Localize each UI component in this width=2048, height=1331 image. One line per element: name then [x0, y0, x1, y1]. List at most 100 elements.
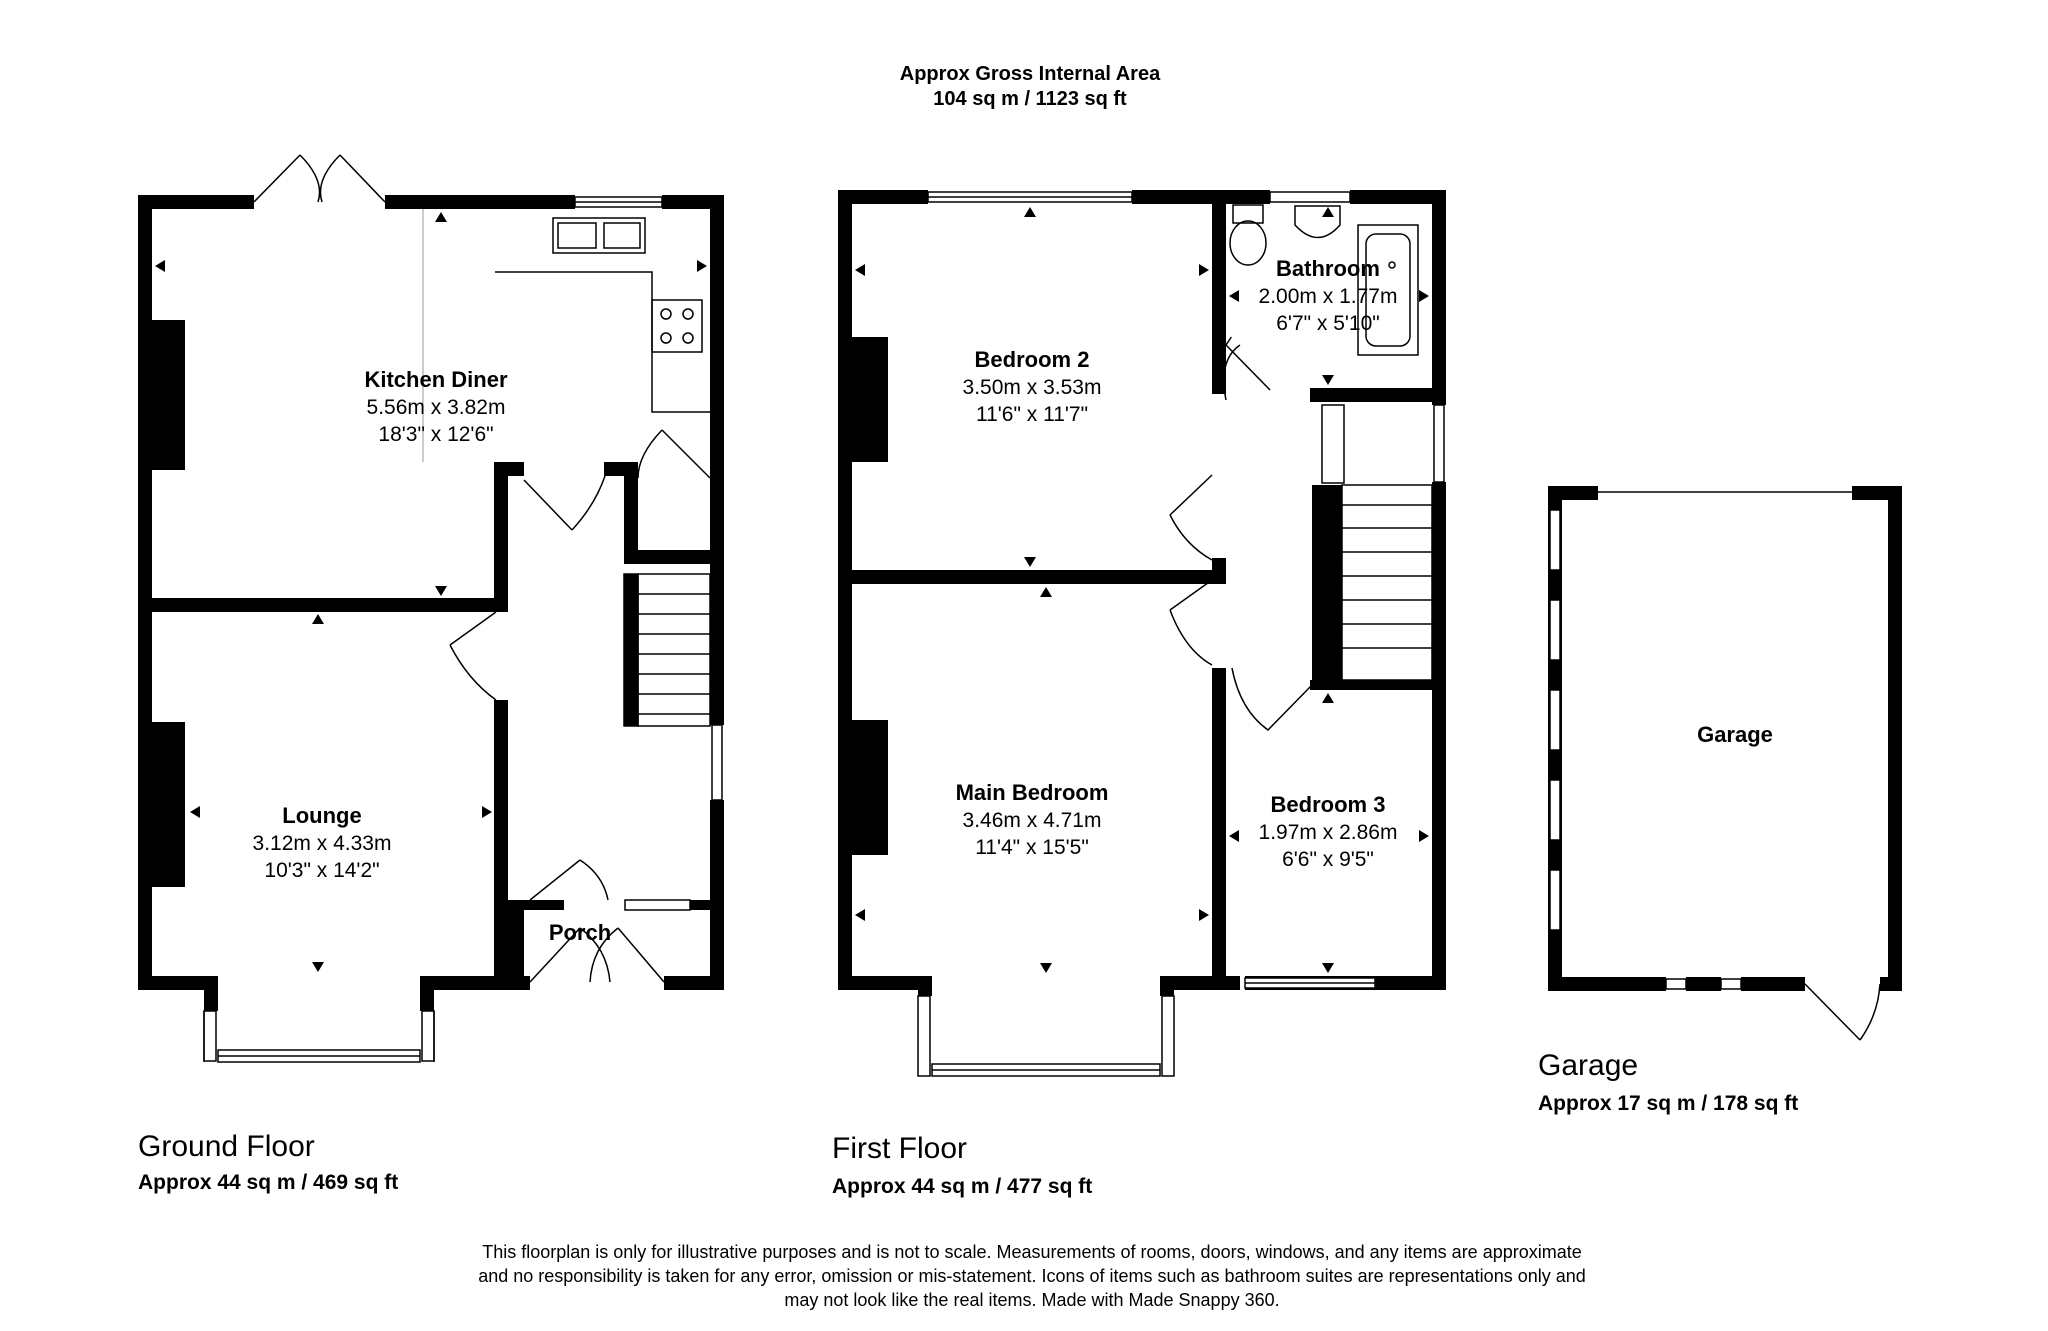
gross-area-title: Approx Gross Internal Area [900, 63, 1161, 85]
staircase [637, 573, 711, 727]
window [917, 995, 931, 1077]
door [1231, 667, 1313, 731]
first-floor-title: First Floor [832, 1132, 967, 1165]
wall [838, 190, 928, 204]
door [1804, 983, 1881, 1041]
chimney-breast [150, 320, 185, 470]
wall [710, 195, 724, 725]
door [523, 475, 606, 531]
wall [1160, 976, 1174, 996]
door [589, 927, 665, 983]
disclaimer-line-1: This floorplan is only for illustrative … [482, 1242, 1582, 1262]
wall [204, 976, 218, 1011]
bedroom2-name: Bedroom 2 [975, 347, 1090, 372]
door [1169, 579, 1213, 666]
garage-name: Garage [1697, 722, 1773, 747]
sink-icon [552, 217, 646, 254]
main-bedroom-name: Main Bedroom [956, 780, 1109, 805]
bathroom-metric: 2.00m x 1.77m [1259, 285, 1398, 308]
wall [1132, 190, 1270, 204]
wall [1686, 977, 1721, 991]
wall [1240, 976, 1245, 990]
wall [1548, 977, 1666, 991]
wall [1310, 388, 1446, 402]
wall [664, 976, 724, 990]
door [529, 927, 611, 983]
window [1161, 995, 1175, 1077]
gross-area-value: 104 sq m / 1123 sq ft [933, 88, 1127, 110]
wall [624, 462, 638, 562]
wall [690, 900, 710, 910]
window [1720, 978, 1742, 990]
door [529, 859, 609, 901]
lounge-metric: 3.12m x 4.33m [253, 832, 392, 855]
window [1269, 191, 1351, 203]
porch-name: Porch [549, 920, 611, 945]
wall [524, 900, 564, 910]
wall [850, 570, 1225, 584]
bedroom2-imperial: 11'6" x 11'7" [976, 403, 1088, 426]
wall [1312, 485, 1342, 685]
first-floor-area: Approx 44 sq m / 477 sq ft [832, 1175, 1092, 1198]
wall [385, 195, 575, 209]
window [421, 1010, 435, 1062]
wall [1212, 204, 1226, 394]
first-floor-plan [838, 190, 1446, 996]
ground-floor-title: Ground Floor [138, 1130, 315, 1163]
wall [838, 190, 852, 990]
washbasin-icon [1294, 205, 1341, 239]
bedroom3-metric: 1.97m x 2.86m [1259, 821, 1398, 844]
chimney-breast [150, 722, 185, 887]
main-bedroom-metric: 3.46m x 4.71m [963, 809, 1102, 832]
wall [1741, 977, 1805, 991]
window [711, 724, 723, 801]
wall [420, 976, 434, 1011]
hob-icon [651, 299, 703, 353]
kitchen-name: Kitchen Diner [364, 367, 507, 392]
window [1549, 869, 1561, 931]
wall [494, 900, 524, 990]
wall [494, 462, 524, 476]
wall [138, 195, 152, 990]
door [1169, 474, 1213, 561]
wall [494, 462, 508, 612]
window [203, 1010, 217, 1062]
kitchen-imperial: 18'3" x 12'6" [378, 423, 493, 446]
door [449, 611, 497, 701]
window [1549, 689, 1561, 751]
kitchen-worktop [495, 271, 710, 413]
measurement-markers [155, 212, 707, 972]
wall [1888, 486, 1902, 991]
chimney-breast [850, 337, 888, 462]
measurement-markers-first [855, 207, 1429, 973]
lounge-name: Lounge [282, 803, 361, 828]
window [1549, 509, 1561, 571]
ground-floor-area: Approx 44 sq m / 469 sq ft [138, 1171, 398, 1194]
wall [624, 550, 710, 564]
bedroom3-name: Bedroom 3 [1271, 792, 1386, 817]
toilet-icon [1229, 220, 1267, 266]
ground-floor-fixtures [203, 154, 723, 1063]
bedroom2-metric: 3.50m x 3.53m [963, 376, 1102, 399]
garage-floor-title: Garage [1538, 1049, 1638, 1082]
wall [138, 195, 254, 209]
ground-floor-plan [138, 195, 724, 1011]
bedroom3-imperial: 6'6" x 9'5" [1282, 848, 1374, 871]
staircase [1341, 484, 1433, 681]
door [1223, 336, 1271, 401]
bathroom-imperial: 6'7" x 5'10" [1276, 312, 1380, 335]
wall [1350, 190, 1446, 204]
chimney-breast [850, 720, 888, 855]
wall [138, 976, 218, 990]
kitchen-metric: 5.56m x 3.82m [367, 396, 506, 419]
wall [150, 598, 496, 612]
wall [1432, 190, 1446, 405]
wall [1310, 680, 1446, 690]
lounge-imperial: 10'3" x 14'2" [264, 859, 379, 882]
wall [1880, 977, 1902, 991]
main-bedroom-imperial: 11'4" x 15'5" [975, 836, 1089, 859]
wall [662, 195, 724, 209]
wall [918, 976, 932, 996]
wall [710, 800, 724, 990]
